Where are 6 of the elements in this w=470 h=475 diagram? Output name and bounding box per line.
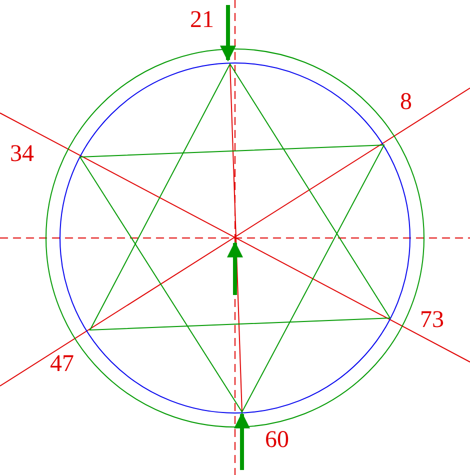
callout-number: 60	[265, 428, 289, 452]
callout-number: 34	[10, 142, 34, 166]
callout-number: 21	[190, 8, 214, 32]
callout-number: 8	[400, 90, 412, 114]
callout-number: 47	[50, 352, 74, 376]
callout-number: 73	[420, 308, 444, 332]
